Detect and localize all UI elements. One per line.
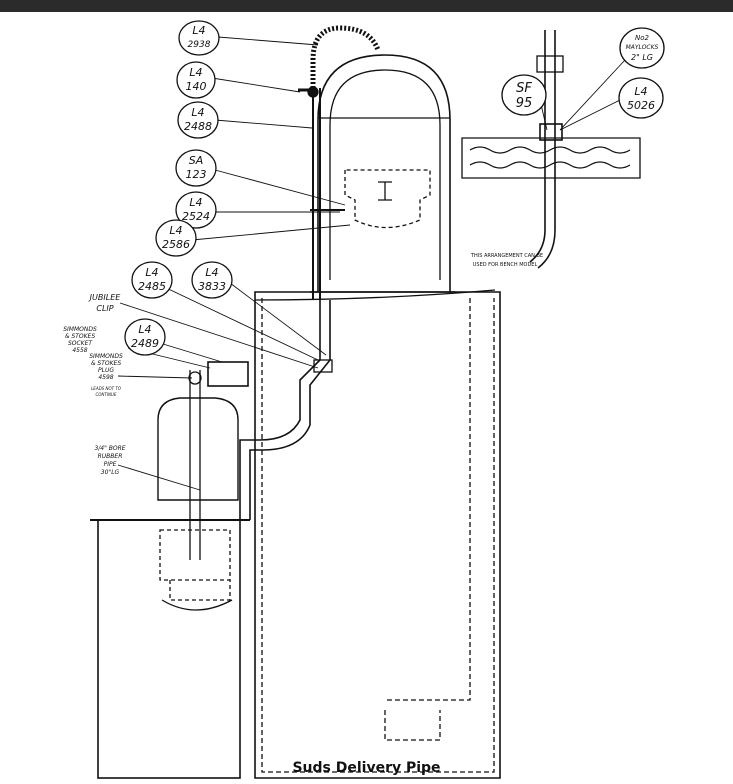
simmonds-plug-l2: & STOKES xyxy=(91,360,122,367)
callout-c2-l1: L4 xyxy=(189,66,202,79)
callout-c8-l2: 3833 xyxy=(198,280,226,293)
simmonds-socket-l2: & STOKES xyxy=(65,333,96,340)
callout-c1-l2: 2938 xyxy=(188,40,211,50)
rubber-pipe-l2: RUBBER xyxy=(98,453,123,460)
callout-c8-l1: L4 xyxy=(205,266,218,279)
top-bar xyxy=(0,0,733,12)
callout-c1-l1: L4 xyxy=(192,24,205,37)
simmonds-plug-l3: PLUG xyxy=(98,367,114,374)
callout-c6-l2: 2586 xyxy=(162,238,190,251)
callout-c10-l2: 95 xyxy=(516,96,533,111)
callout-c12-l2: MAYLOCKS xyxy=(626,44,659,51)
suds-tank xyxy=(90,361,250,779)
bench-arrangement-inset xyxy=(461,30,641,269)
callout-bubble xyxy=(175,149,217,187)
swan-neck-hose xyxy=(298,25,381,300)
simmonds-socket-l4: 4558 xyxy=(72,347,87,354)
callout-texts: L4 2938 L4 140 L4 2488 SA 123 L4 2524 L4… xyxy=(131,24,659,350)
simmonds-plug-l1: SIMMONDS xyxy=(89,353,123,360)
callout-bubble xyxy=(618,77,664,119)
plug-note-l2: CONTINUE xyxy=(95,392,116,397)
callout-c12-l3: 2" LG xyxy=(631,53,653,62)
rubber-pipe-l3: PIPE xyxy=(104,461,117,468)
callout-c4-l2: 123 xyxy=(186,168,207,181)
callout-c9-l1: L4 xyxy=(138,323,151,336)
rubber-pipe-l1: 3/4" BORE xyxy=(94,445,125,452)
callout-bubble xyxy=(176,61,216,99)
diagram-caption: Suds Delivery Pipe xyxy=(292,760,441,776)
callout-c7-l2: 2485 xyxy=(138,280,166,293)
callout-leaders xyxy=(117,36,626,491)
machine-cabinet xyxy=(254,289,501,779)
callout-c4-l1: SA xyxy=(189,154,204,167)
bench-note-l2: USED FOR BENCH MODEL xyxy=(473,262,538,268)
bench-note-l1: THIS ARRANGEMENT CAN BE xyxy=(470,253,543,259)
jubilee-clip-l2: CLIP xyxy=(96,304,113,313)
callout-c3-l2: 2488 xyxy=(184,120,212,133)
callout-bubble xyxy=(124,318,166,356)
callout-c11-l1: L4 xyxy=(634,85,647,98)
callout-c5-l1: L4 xyxy=(189,196,202,209)
plug-note-l1: LEADS NOT TO xyxy=(91,386,121,391)
callout-bubble xyxy=(177,101,219,139)
dome-tank xyxy=(310,54,455,293)
callout-bubble xyxy=(155,219,197,257)
callout-bubble xyxy=(191,261,233,299)
simmonds-plug-l4: 4598 xyxy=(98,374,113,381)
callout-bubble xyxy=(619,27,665,69)
callout-bubble xyxy=(131,261,173,299)
callout-bubble xyxy=(175,191,217,229)
callout-c5-l2: 2524 xyxy=(182,210,210,223)
rubber-pipe-l4: 30"LG xyxy=(101,469,120,476)
callout-bubble xyxy=(501,74,547,116)
hand-labels: JUBILEE CLIP SIMMONDS & STOKES SOCKET 45… xyxy=(63,253,543,476)
simmonds-socket-l3: SOCKET xyxy=(68,340,93,347)
callout-bubble xyxy=(178,20,220,56)
callout-c12-l1: No2 xyxy=(635,34,650,42)
callout-c10-l1: SF xyxy=(516,81,532,96)
callout-bubbles xyxy=(124,20,665,356)
callout-c3-l1: L4 xyxy=(191,106,204,119)
callout-c2-l2: 140 xyxy=(186,80,207,93)
jubilee-clip-l1: JUBILEE xyxy=(88,293,122,302)
callout-c9-l2: 2489 xyxy=(131,337,159,350)
callout-c7-l1: L4 xyxy=(145,266,158,279)
callout-c6-l1: L4 xyxy=(169,224,182,237)
callout-c11-l2: 5026 xyxy=(627,99,655,112)
delivery-pipe xyxy=(239,209,345,520)
simmonds-socket-l1: SIMMONDS xyxy=(63,326,97,333)
